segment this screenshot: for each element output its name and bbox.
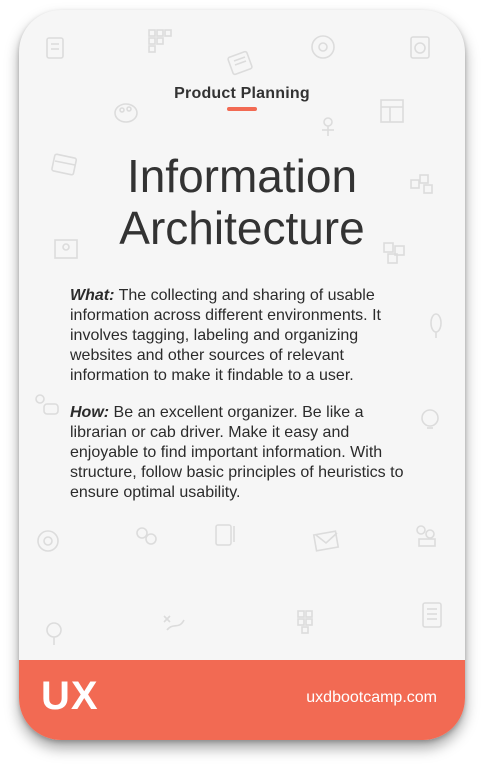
title-line-2: Architecture [119, 202, 365, 254]
gear-circle-icon [311, 35, 335, 59]
clipboard-icon [410, 36, 430, 59]
people-icon [416, 525, 436, 547]
clipboard-pencil-icon [215, 524, 235, 546]
document-icon [46, 37, 64, 59]
location-icon [46, 622, 62, 645]
footer-url: uxdbootcamp.com [306, 689, 437, 706]
grid-icon [148, 29, 172, 53]
what-paragraph: What: The collecting and sharing of usab… [70, 286, 422, 386]
category-underline [227, 107, 257, 111]
card-footer: UX uxdbootcamp.com [19, 660, 465, 740]
list-doc-icon [422, 602, 442, 628]
how-label: How: [70, 404, 110, 421]
chat-icon [35, 394, 59, 415]
people-icon [136, 527, 157, 545]
notepad-icon [227, 50, 253, 76]
strategy-icon [163, 615, 185, 631]
title-line-1: Information [126, 150, 358, 202]
person-icon [322, 117, 334, 136]
category-label: Product Planning [174, 85, 310, 102]
what-text: The collecting and sharing of usable inf… [70, 287, 381, 384]
card-title: Information Architecture [19, 150, 465, 254]
ux-logo: UX [41, 674, 99, 718]
target-icon [37, 530, 59, 552]
how-text: Be an excellent organizer. Be like a lib… [70, 404, 404, 501]
envelope-icon [312, 530, 340, 552]
how-paragraph: How: Be an excellent organizer. Be like … [70, 403, 422, 503]
what-label: What: [70, 287, 115, 304]
info-card: Product Planning Information Architectur… [19, 10, 465, 740]
checklist-icon [297, 610, 313, 634]
rocket-icon [430, 313, 442, 338]
